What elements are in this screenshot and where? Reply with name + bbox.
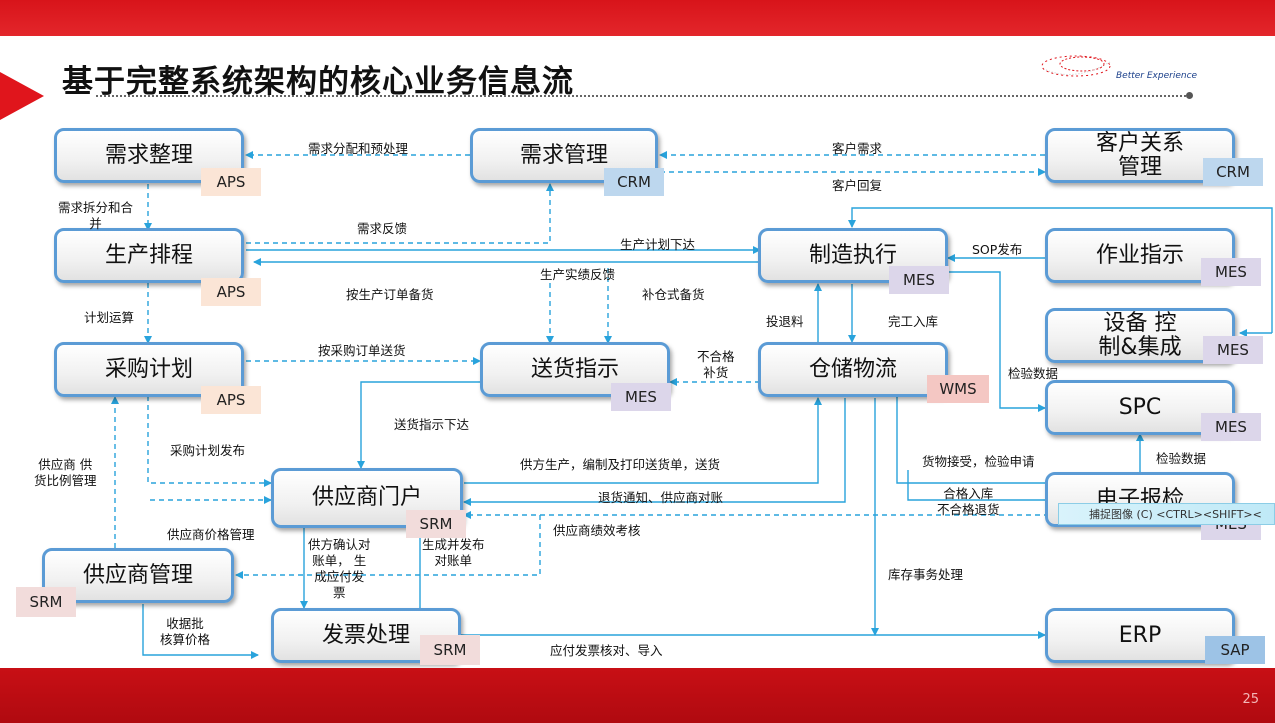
box-supplier-management: 供应商管理 (42, 548, 234, 603)
flow-label: SOP发布 (972, 242, 1023, 257)
box-label: SPC (1118, 394, 1162, 420)
flow-label: 生成并发布 对账单 (422, 537, 485, 568)
flow-label: 补仓式备货 (642, 287, 705, 302)
box-demand-sort: 需求整理 (54, 128, 244, 183)
flow-label: 按采购订单送货 (318, 343, 406, 358)
box-invoice-processing: 发票处理 (271, 608, 461, 663)
flow-label: 生产计划下达 (620, 237, 696, 252)
flow-label: 供应商绩效考核 (553, 523, 641, 538)
flow-label: 货物接受，检验申请 (922, 454, 1035, 469)
tag-srm: SRM (420, 635, 480, 665)
slide-title: 基于完整系统架构的核心业务信息流 (62, 64, 574, 100)
box-label: 仓储物流 (808, 356, 897, 382)
box-label: 送货指示 (530, 356, 619, 382)
flow-label: 检验数据 (1156, 451, 1207, 466)
flow-label: 应付发票核对、导入 (550, 643, 663, 658)
flow-label: 收据批 核算价格 (160, 616, 211, 647)
box-label: 发票处理 (321, 622, 410, 648)
flow-label: 需求反馈 (357, 221, 408, 236)
tag-aps: APS (201, 386, 261, 414)
tag-mes: MES (611, 383, 671, 411)
tag-aps: APS (201, 168, 261, 196)
box-label: ERP (1118, 622, 1162, 648)
box-label: 客户关系 管理 (1095, 130, 1184, 180)
flow-label: 按生产订单备货 (346, 287, 434, 302)
title-divider-dot (1186, 92, 1193, 99)
flow-label: 不合格 补货 (697, 349, 735, 380)
tag-mes: MES (1203, 336, 1263, 364)
title-arrow-marker (0, 72, 44, 120)
tag-mes: MES (889, 266, 949, 294)
box-label: 供应商门户 (311, 485, 422, 510)
bottom-banner (0, 668, 1275, 723)
flow-label: 采购计划发布 (170, 443, 246, 458)
flow-label: 客户回复 (832, 178, 883, 193)
flow-label: 需求拆分和合 并 (58, 200, 134, 231)
flow-label: 合格入库 不合格退货 (937, 486, 1000, 517)
company-logo-icon (1041, 55, 1111, 77)
box-label: 设备 控 制&集成 (1098, 310, 1182, 360)
title-divider (96, 95, 1190, 97)
logo-slogan: Better Experience (1116, 71, 1198, 81)
box-label: 制造执行 (808, 242, 897, 268)
tag-crm: CRM (604, 168, 664, 196)
box-label: 采购计划 (104, 356, 193, 382)
tag-wms: WMS (927, 375, 989, 403)
tag-mes: MES (1201, 413, 1261, 441)
flow-label: 客户需求 (832, 141, 883, 156)
flow-label: 库存事务处理 (888, 567, 964, 582)
tag-srm: SRM (406, 510, 466, 538)
tag-srm: SRM (16, 587, 76, 617)
box-production-scheduling: 生产排程 (54, 228, 244, 283)
box-label: 生产排程 (104, 242, 193, 268)
flow-label: 投退料 (766, 314, 804, 329)
tag-crm: CRM (1203, 158, 1263, 186)
box-label: 需求整理 (104, 142, 193, 168)
page-number: 25 (1242, 692, 1259, 707)
flow-label: 计划运算 (84, 310, 135, 325)
tag-sap: SAP (1205, 636, 1265, 664)
box-label: 作业指示 (1095, 242, 1184, 268)
tag-aps: APS (201, 278, 261, 306)
flow-label: 供方确认对 账单， 生 成应付发 票 (308, 537, 371, 600)
box-label: 需求管理 (519, 142, 608, 168)
box-supplier-portal: 供应商门户 (271, 468, 463, 528)
box-label: 供应商管理 (82, 562, 193, 588)
flow-label: 需求分配和预处理 (308, 141, 409, 156)
box-erp: ERP (1045, 608, 1235, 663)
flow-label: 送货指示下达 (394, 417, 470, 432)
flow-label: 供方生产，编制及打印送货单，送货 (520, 457, 721, 472)
top-banner (0, 0, 1275, 36)
flow-label: 检验数据 (1008, 366, 1059, 381)
flow-label: 退货通知、供应商对账 (598, 490, 724, 505)
capture-tooltip: 捕捉图像 (C) <CTRL><SHIFT>< (1058, 503, 1275, 525)
box-warehouse-logistics: 仓储物流 (758, 342, 948, 397)
tag-mes: MES (1201, 258, 1261, 286)
flow-label: 完工入库 (888, 314, 939, 329)
flow-label: 生产实绩反馈 (540, 267, 616, 282)
flow-label: 供应商 供 货比例管理 (34, 457, 97, 488)
flow-label: 供应商价格管理 (167, 527, 255, 542)
box-customer-relationship: 客户关系 管理 (1045, 128, 1235, 183)
